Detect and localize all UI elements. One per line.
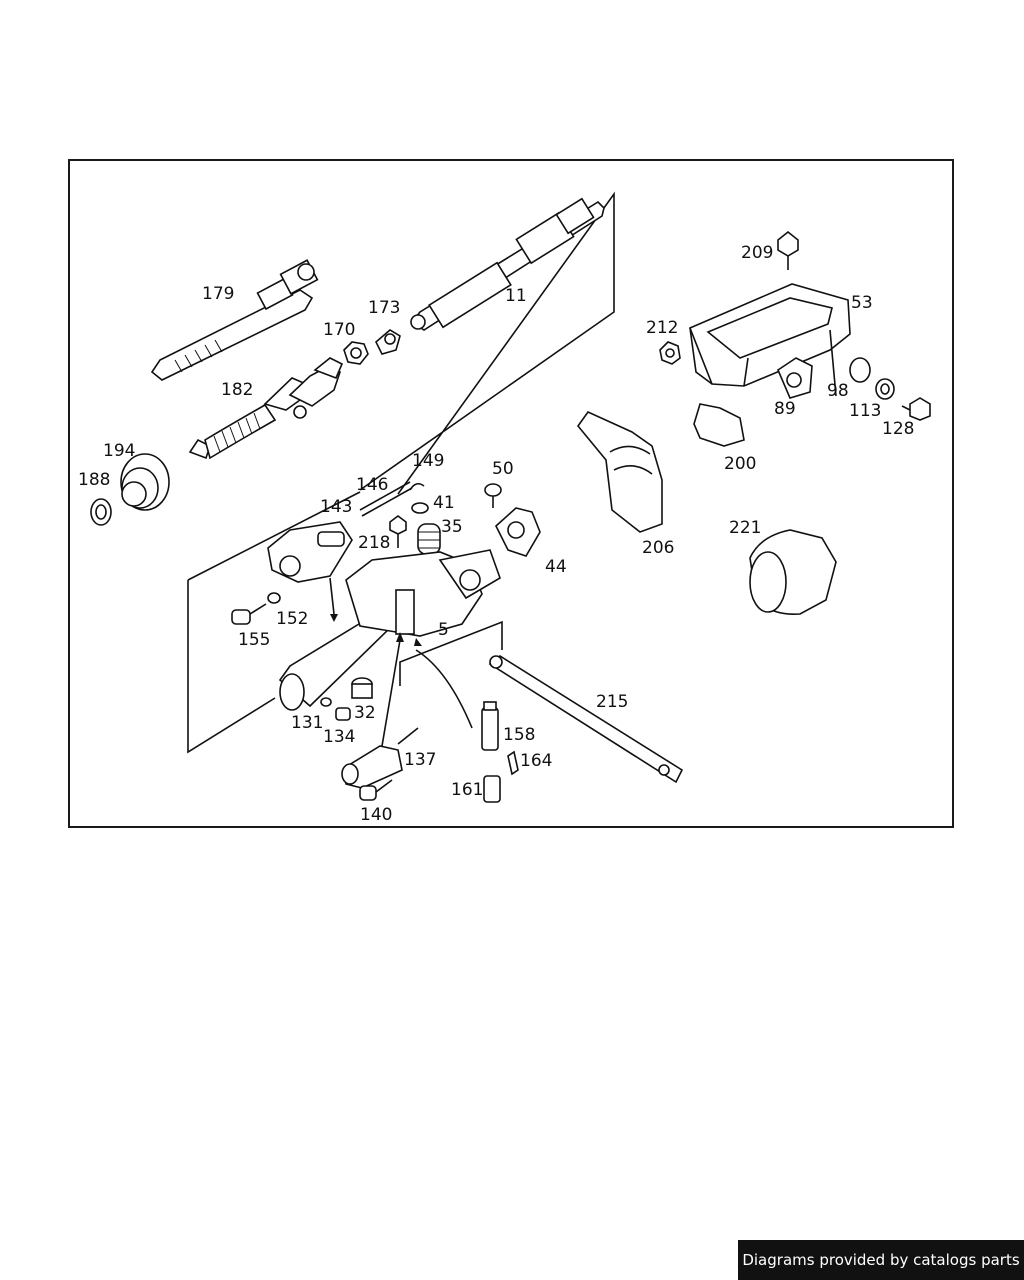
part-label-113: 113 xyxy=(849,401,881,421)
arrow-143 xyxy=(329,577,335,615)
arrow-158 xyxy=(415,649,473,729)
part-label-32: 32 xyxy=(354,703,376,723)
support-bar-215 xyxy=(488,655,684,784)
seal-113 xyxy=(849,357,871,383)
part-label-221: 221 xyxy=(729,518,761,538)
part-label-137: 137 xyxy=(404,750,436,770)
cap-32 xyxy=(351,677,373,699)
part-label-44: 44 xyxy=(545,557,567,577)
part-label-164: 164 xyxy=(520,751,552,771)
cover-221 xyxy=(749,529,837,615)
part-label-179: 179 xyxy=(202,284,234,304)
bracket-53 xyxy=(688,283,851,397)
part-label-173: 173 xyxy=(368,298,400,318)
boot-194 xyxy=(120,453,170,511)
bolt-155 xyxy=(231,603,267,625)
steering-shaft-11 xyxy=(410,197,605,331)
part-label-218: 218 xyxy=(358,533,390,553)
part-label-182: 182 xyxy=(221,380,253,400)
bolt-218 xyxy=(389,515,407,548)
footer-credit-banner: Diagrams provided by catalogs parts xyxy=(738,1240,1024,1280)
column-tube-5 xyxy=(278,549,501,711)
clip-149 xyxy=(409,482,425,491)
bracket-200 xyxy=(693,403,745,447)
switch-158 xyxy=(481,701,499,751)
outline-upper xyxy=(359,191,615,495)
part-label-149: 149 xyxy=(412,451,444,471)
pin-146 xyxy=(361,487,413,517)
part-label-209: 209 xyxy=(741,243,773,263)
nut-170 xyxy=(343,341,369,365)
bearing-89 xyxy=(777,357,813,399)
trim-panel-206 xyxy=(576,410,663,533)
part-label-194: 194 xyxy=(103,441,135,461)
washer-152 xyxy=(267,592,281,604)
part-label-131: 131 xyxy=(291,713,323,733)
part-label-146: 146 xyxy=(356,475,388,495)
part-label-212: 212 xyxy=(646,318,678,338)
lock-housing-143 xyxy=(267,521,353,583)
bolt-128 xyxy=(901,397,931,421)
washer-131 xyxy=(320,697,332,707)
part-label-41: 41 xyxy=(433,493,455,513)
part-labels: 179 11 173 170 182 194 188 146 149 143 4… xyxy=(78,243,914,825)
outline-lower-top xyxy=(187,491,361,581)
part-label-128: 128 xyxy=(882,419,914,439)
part-label-188: 188 xyxy=(78,470,110,490)
footer-credit-text: Diagrams provided by catalogs parts xyxy=(742,1251,1020,1269)
part-label-11: 11 xyxy=(505,286,527,306)
cover-161 xyxy=(483,775,501,803)
part-label-50: 50 xyxy=(492,459,514,479)
bolt-209 xyxy=(777,230,799,270)
washer-41 xyxy=(411,502,429,514)
spring-164 xyxy=(507,750,519,776)
lower-shaft-182 xyxy=(188,357,344,460)
arrow-137 xyxy=(381,639,401,747)
part-label-200: 200 xyxy=(724,454,756,474)
part-label-152: 152 xyxy=(276,609,308,629)
lock-cylinder-137 xyxy=(341,727,419,789)
outline-lower-right xyxy=(399,620,503,686)
part-label-53: 53 xyxy=(851,293,873,313)
part-label-35: 35 xyxy=(441,517,463,537)
screw-140 xyxy=(359,779,393,801)
part-label-143: 143 xyxy=(320,497,352,517)
intermediate-shaft-179 xyxy=(150,259,319,381)
part-label-158: 158 xyxy=(503,725,535,745)
assembly-outline xyxy=(187,191,615,754)
part-label-161: 161 xyxy=(451,780,483,800)
part-label-89: 89 xyxy=(774,399,796,419)
part-label-155: 155 xyxy=(238,630,270,650)
part-label-5: 5 xyxy=(438,620,449,640)
part-label-140: 140 xyxy=(360,805,392,825)
part-label-98: 98 xyxy=(827,381,849,401)
part-label-170: 170 xyxy=(323,320,355,340)
plug-134 xyxy=(335,707,351,721)
part-label-215: 215 xyxy=(596,692,628,712)
spring-35 xyxy=(417,523,441,555)
part-label-206: 206 xyxy=(642,538,674,558)
outline-lower-left xyxy=(187,580,276,754)
part-label-134: 134 xyxy=(323,727,355,747)
screw-50 xyxy=(484,483,502,508)
